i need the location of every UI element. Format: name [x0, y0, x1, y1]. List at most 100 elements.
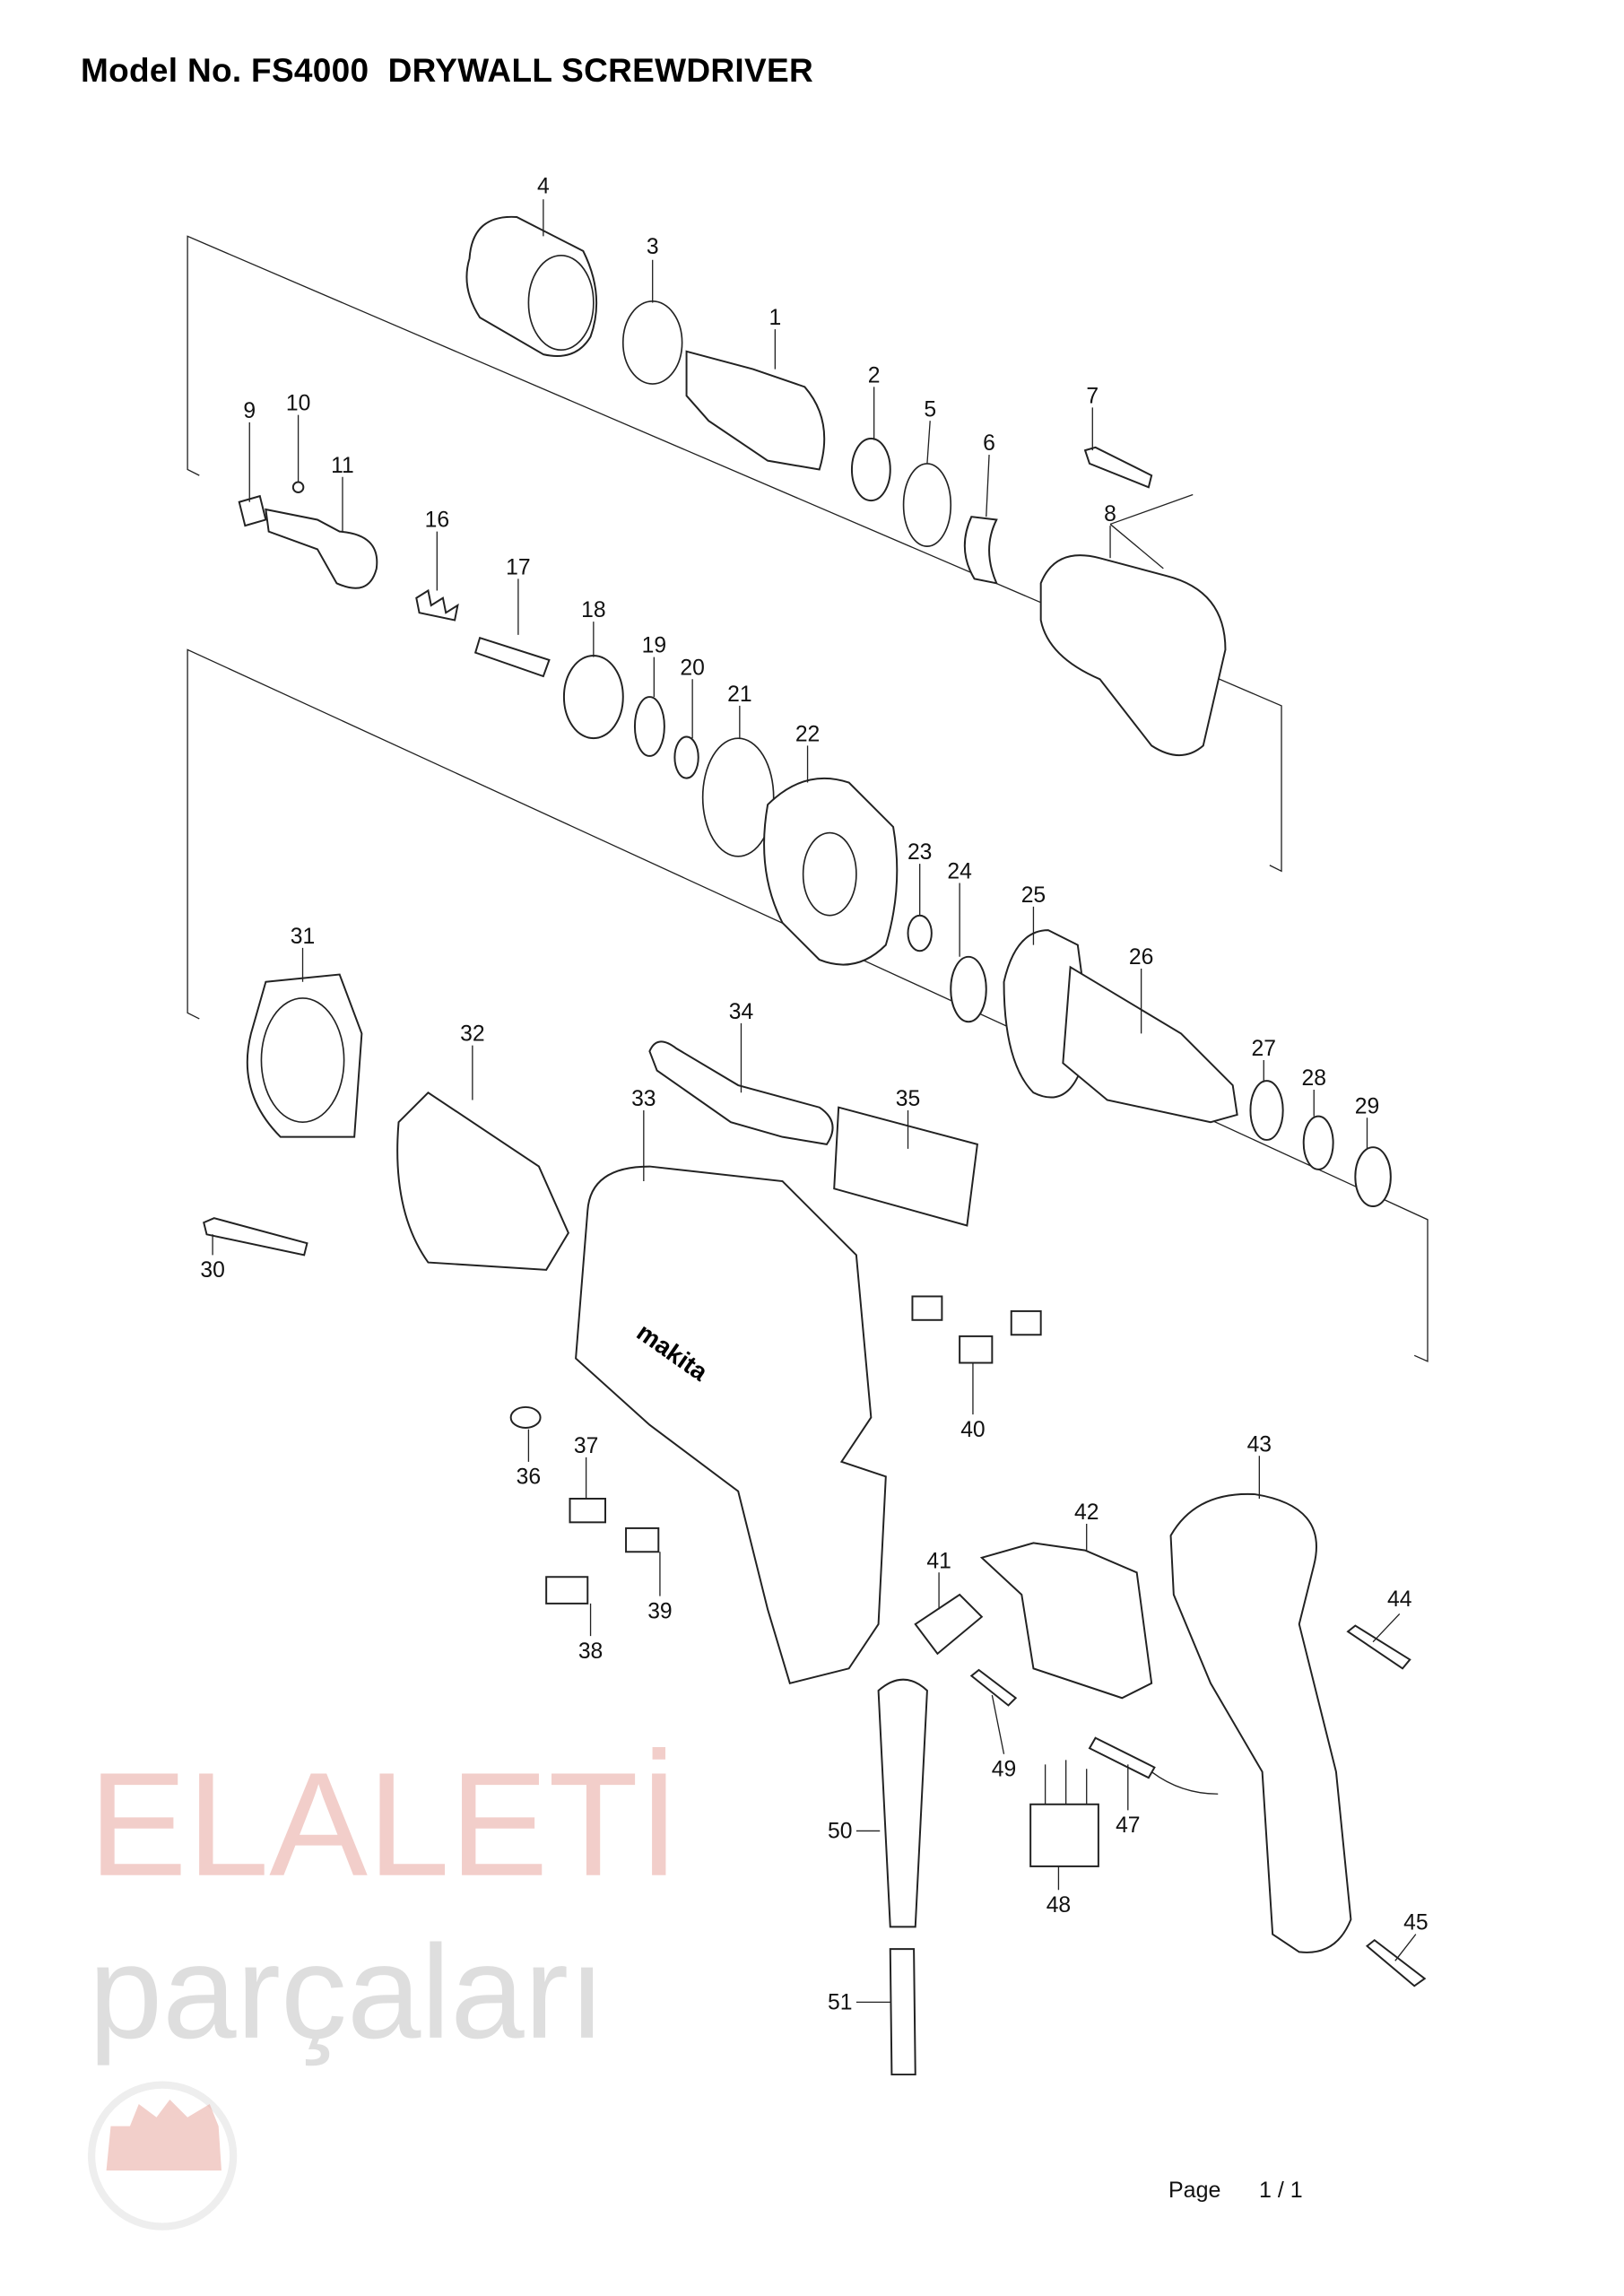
- label-48: 48: [1046, 1893, 1071, 1918]
- label-20: 20: [680, 656, 704, 680]
- part-6-clip[interactable]: [963, 516, 998, 585]
- part-49-screw[interactable]: [969, 1668, 1018, 1707]
- part-10-ball[interactable]: [291, 481, 305, 494]
- label-19: 19: [642, 634, 666, 658]
- part-19-thrust-bearing[interactable]: [633, 696, 665, 757]
- part-8-gear-housing[interactable]: [1039, 554, 1227, 756]
- watermark-sub: parçaları: [89, 1918, 605, 2066]
- label-40: 40: [960, 1418, 985, 1442]
- part-32-field[interactable]: [396, 1091, 569, 1271]
- label-17: 17: [506, 555, 530, 579]
- part-35-nameplate[interactable]: [833, 1106, 978, 1227]
- part-16-spring[interactable]: [415, 588, 459, 622]
- part-36-cap[interactable]: [509, 1405, 542, 1429]
- part-9-bit-holder[interactable]: [238, 494, 267, 527]
- part-21-gasket[interactable]: [701, 737, 775, 857]
- part-26-armature[interactable]: [1062, 965, 1238, 1124]
- label-7: 7: [1086, 384, 1099, 408]
- label-5: 5: [924, 397, 936, 422]
- label-39: 39: [647, 1599, 672, 1623]
- part-23-washer[interactable]: [907, 914, 933, 952]
- part-5-retaining-ring[interactable]: [902, 463, 952, 547]
- watermark-brand: ELALETİ: [89, 1742, 680, 1907]
- label-9: 9: [243, 399, 256, 423]
- part-27-insulation-washer[interactable]: [1249, 1080, 1284, 1141]
- label-1: 1: [769, 306, 781, 330]
- part-30-screw[interactable]: [203, 1217, 308, 1257]
- label-33: 33: [631, 1087, 656, 1111]
- part-18-clutch[interactable]: [562, 654, 624, 740]
- label-51: 51: [828, 1991, 852, 2015]
- label-42: 42: [1074, 1500, 1099, 1525]
- label-34: 34: [729, 1000, 753, 1024]
- leader-lines: [212, 199, 1417, 2004]
- label-24: 24: [947, 860, 971, 884]
- part-31-baffle-plate[interactable]: [246, 973, 363, 1138]
- label-16: 16: [425, 509, 449, 533]
- label-49: 49: [992, 1758, 1016, 1782]
- parts: makita: [203, 215, 1427, 2076]
- label-23: 23: [908, 840, 932, 865]
- part-33-motor-housing[interactable]: [575, 1165, 887, 1684]
- label-30: 30: [200, 1258, 224, 1283]
- label-8: 8: [1104, 502, 1116, 526]
- part-4-nut[interactable]: [465, 215, 598, 357]
- label-37: 37: [574, 1434, 598, 1458]
- label-25: 25: [1021, 883, 1046, 908]
- page-title: Model No. FS4000 DRYWALL SCREWDRIVER: [81, 52, 813, 89]
- label-28: 28: [1302, 1066, 1326, 1091]
- part-43-handle-cover[interactable]: [1169, 1492, 1352, 1953]
- label-2: 2: [868, 363, 881, 387]
- label-44: 44: [1387, 1587, 1411, 1612]
- label-27: 27: [1252, 1037, 1276, 1061]
- part-39-brush-holder[interactable]: [625, 1526, 660, 1553]
- label-3: 3: [647, 235, 659, 259]
- part-29-bearing-holder[interactable]: [1354, 1146, 1392, 1208]
- watermark-gear-ring: [87, 2081, 238, 2231]
- label-43: 43: [1247, 1432, 1272, 1457]
- label-29: 29: [1355, 1094, 1379, 1118]
- label-18: 18: [581, 598, 605, 622]
- part-47-noise-suppressor[interactable]: [1088, 1736, 1156, 1779]
- label-36: 36: [517, 1465, 541, 1490]
- label-10: 10: [286, 392, 310, 416]
- part-34-hook[interactable]: [648, 1040, 834, 1145]
- part-28-bearing[interactable]: [1302, 1115, 1334, 1170]
- part-22-inner-housing[interactable]: [763, 777, 899, 966]
- part-50-cord-guard[interactable]: [877, 1678, 928, 1928]
- label-38: 38: [578, 1639, 603, 1664]
- label-32: 32: [460, 1022, 484, 1047]
- part-2-bearing[interactable]: [850, 437, 891, 502]
- watermark-gear-icon: [106, 2100, 221, 2171]
- part-3-o-ring[interactable]: [621, 300, 683, 385]
- label-4: 4: [537, 175, 550, 199]
- label-11: 11: [331, 454, 354, 478]
- watermark: ELALETİ parçaları: [87, 1742, 680, 2231]
- part-20-washer[interactable]: [673, 735, 699, 779]
- part-51-cord[interactable]: [889, 1948, 916, 2076]
- part-1-sleeve[interactable]: [685, 350, 826, 471]
- label-26: 26: [1129, 945, 1153, 970]
- part-11-spindle[interactable]: [265, 508, 378, 589]
- label-35: 35: [896, 1087, 920, 1111]
- page-label: Page: [1168, 2178, 1221, 2203]
- label-50: 50: [828, 1820, 852, 1844]
- label-41: 41: [926, 1549, 951, 1573]
- part-41-strain-relief[interactable]: [914, 1593, 984, 1656]
- part-7-screw[interactable]: [1083, 446, 1153, 489]
- part-24-bearing[interactable]: [950, 955, 987, 1023]
- part-37-brush-holder[interactable]: [569, 1498, 607, 1524]
- part-40-brush-holder[interactable]: [959, 1335, 994, 1364]
- label-47: 47: [1116, 1813, 1140, 1838]
- label-45: 45: [1403, 1911, 1428, 1935]
- label-22: 22: [795, 722, 820, 746]
- part-45-screw[interactable]: [1365, 1938, 1427, 1987]
- part-48-capacitor[interactable]: [1029, 1803, 1099, 1867]
- part-38-carbon-brush[interactable]: [545, 1576, 589, 1605]
- part-44-screw[interactable]: [1346, 1624, 1411, 1670]
- part-42-switch[interactable]: [979, 1542, 1153, 1700]
- part-labels: 4 3 1 2 5 6 7 8 9 10 11 16 17 18 19 20 2…: [200, 175, 1428, 2015]
- label-21: 21: [727, 683, 751, 707]
- part-17-pin[interactable]: [473, 636, 551, 678]
